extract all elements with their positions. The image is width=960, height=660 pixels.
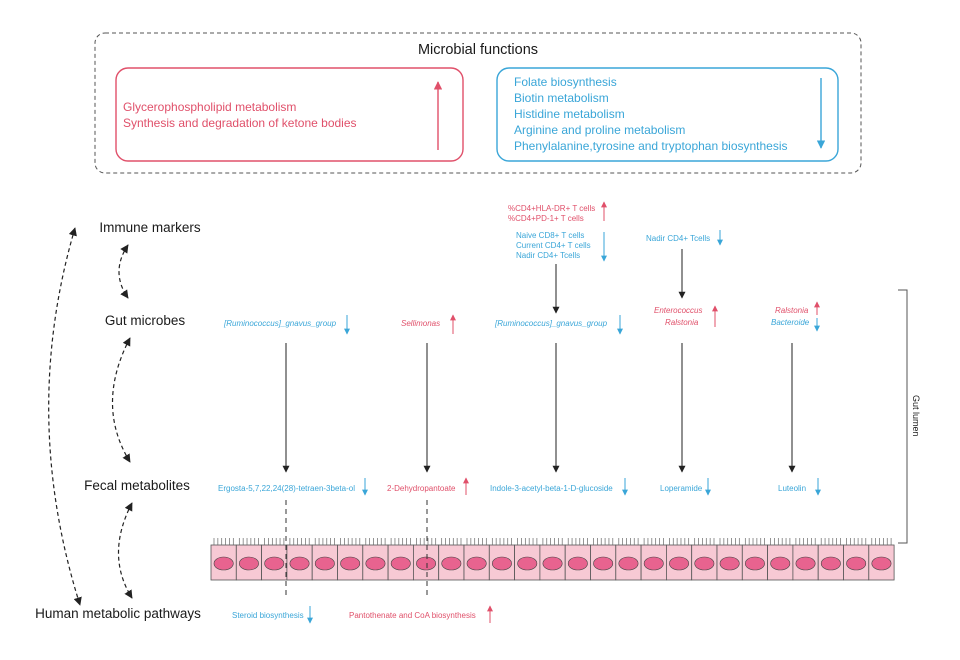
cell-nucleus xyxy=(264,556,285,571)
metabolite-1: Ergosta-5,7,22,24(28)-tetraen-3beta-ol xyxy=(218,478,368,496)
immune-group-2: Naive CD8+ T cells Current CD4+ T cells … xyxy=(516,231,607,262)
decreased-function-2: Biotin metabolism xyxy=(514,91,609,105)
pathway-name: Steroid biosynthesis xyxy=(232,611,304,620)
cell-nucleus xyxy=(669,556,689,571)
cell-nucleus xyxy=(492,556,512,571)
immune-marker: %CD4+HLA-DR+ T cells xyxy=(508,204,595,213)
cell-nucleus xyxy=(820,556,841,571)
cell-nucleus xyxy=(593,556,614,571)
metabolite-name: 2-Dehydropantoate xyxy=(387,484,456,493)
increased-function-2: Synthesis and degradation of ketone bodi… xyxy=(123,116,357,130)
cell-nucleus xyxy=(567,556,588,571)
immune-marker: Nadir CD4+ Tcells xyxy=(646,234,710,243)
metabolite-name: Luteolin xyxy=(778,484,806,493)
metabolite-2: 2-Dehydropantoate xyxy=(387,477,469,495)
level-fecal-metabolites: Fecal metabolites xyxy=(84,478,190,493)
metabolite-4: Loperamide xyxy=(660,478,711,496)
curve-immune-microbes xyxy=(118,244,129,299)
pathway-name: Pantothenate and CoA biosynthesis xyxy=(349,611,476,620)
decreased-function-3: Histidine metabolism xyxy=(514,107,625,121)
microbe-1: [Ruminococcus]_gnavus_group xyxy=(223,315,350,335)
immune-group-1: %CD4+HLA-DR+ T cells %CD4+PD-1+ T cells xyxy=(508,201,607,223)
cell-nucleus xyxy=(289,556,310,571)
metabolite-name: Indole-3-acetyl-beta-1-D-glucoside xyxy=(490,484,613,493)
cell-nucleus xyxy=(517,556,538,571)
epithelial-layer xyxy=(210,538,895,581)
microbe-3: [Ruminococcus]_gnavus_group xyxy=(494,315,623,335)
microbe-name: Sellimonas xyxy=(401,319,440,328)
cell-nucleus xyxy=(542,556,563,571)
metabolite-name: Loperamide xyxy=(660,484,703,493)
cell-nucleus xyxy=(340,556,361,571)
cell-nucleus xyxy=(314,556,335,571)
cell-nucleus xyxy=(618,556,639,571)
microbe-name: Ralstonia xyxy=(775,306,809,315)
cell-nucleus xyxy=(466,556,487,571)
immune-marker: Nadir CD4+ Tcells xyxy=(516,251,580,260)
level-human-pathways: Human metabolic pathways xyxy=(35,606,201,621)
cell-nucleus xyxy=(365,556,386,571)
increased-function-1: Glycerophospholipid metabolism xyxy=(123,100,296,114)
metabolite-3: Indole-3-acetyl-beta-1-D-glucoside xyxy=(490,478,628,496)
microbe-2: Sellimonas xyxy=(401,314,456,334)
microbe-4: Enterococcus Ralstonia xyxy=(654,305,718,327)
immune-group-3: Nadir CD4+ Tcells xyxy=(646,230,723,246)
microbe-name: Enterococcus xyxy=(654,306,702,315)
microbial-functions-box xyxy=(94,32,862,174)
immune-marker: Current CD4+ T cells xyxy=(516,241,591,250)
curve-immune-pathways xyxy=(48,227,82,606)
curve-microbes-metabolites xyxy=(111,337,131,463)
cell-nucleus xyxy=(643,556,664,571)
cell-nucleus xyxy=(871,556,892,571)
microbe-name: [Ruminococcus]_gnavus_group xyxy=(223,319,337,328)
pathway-1: Steroid biosynthesis xyxy=(232,606,313,624)
cell-nucleus xyxy=(770,556,791,571)
level-immune-markers: Immune markers xyxy=(99,220,201,235)
cell-nucleus xyxy=(795,556,816,571)
decreased-functions-box xyxy=(496,67,839,162)
cell-nucleus xyxy=(846,556,867,571)
cell-nucleus xyxy=(719,556,740,571)
cell-nucleus xyxy=(390,556,411,571)
metabolite-name: Ergosta-5,7,22,24(28)-tetraen-3beta-ol xyxy=(218,484,355,493)
decreased-function-5: Phenylalanine,tyrosine and tryptophan bi… xyxy=(514,139,788,153)
decreased-function-4: Arginine and proline metabolism xyxy=(514,123,685,137)
cell-nucleus xyxy=(213,556,234,571)
microbial-functions-title: Microbial functions xyxy=(418,42,538,58)
immune-marker: %CD4+PD-1+ T cells xyxy=(508,214,584,223)
pathway-2: Pantothenate and CoA biosynthesis xyxy=(349,605,493,623)
cell-nucleus xyxy=(694,556,715,571)
gut-lumen-bracket xyxy=(898,289,908,544)
level-gut-microbes: Gut microbes xyxy=(105,313,186,328)
microbe-5: Ralstonia Bacteroide xyxy=(771,301,820,332)
microbe-name: [Ruminococcus]_gnavus_group xyxy=(494,319,608,328)
metabolite-5: Luteolin xyxy=(778,478,821,496)
cell-nucleus xyxy=(744,556,765,571)
cell-nucleus xyxy=(416,556,436,571)
cell-nucleus xyxy=(239,556,259,571)
cell-nucleus xyxy=(441,556,462,571)
curve-metabolites-pathways xyxy=(118,502,133,599)
microbe-name: Bacteroide xyxy=(771,318,810,327)
immune-marker: Naive CD8+ T cells xyxy=(516,231,584,240)
microbe-name: Ralstonia xyxy=(665,318,699,327)
gut-lumen-label: Gut lumen xyxy=(911,395,921,437)
increased-functions-box xyxy=(115,67,464,162)
decreased-function-1: Folate biosynthesis xyxy=(514,75,617,89)
